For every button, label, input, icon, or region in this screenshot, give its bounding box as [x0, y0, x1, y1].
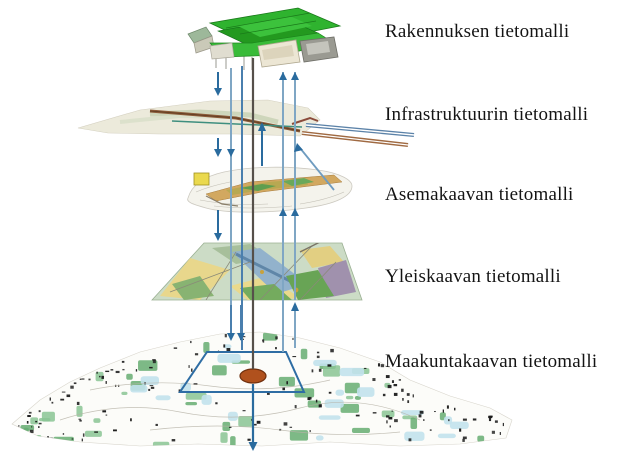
- detailed-plan-graphic: [187, 166, 353, 213]
- down-arrow: [227, 305, 245, 341]
- building-model-graphic: [187, 7, 342, 70]
- down-arrow: [214, 210, 222, 241]
- regional-plan-graphic: [11, 331, 513, 447]
- up-arrow: [279, 72, 299, 80]
- layer-label-regional-plan: Maakuntakaavan tietomalli: [385, 351, 598, 372]
- master-plan-graphic: [151, 242, 363, 301]
- layer-label-detailed-plan: Asemakaavan tietomalli: [385, 184, 574, 205]
- infrastructure-model-graphic: [77, 99, 415, 147]
- down-arrow: [214, 72, 222, 96]
- layer-label-infrastructure: Infrastruktuurin tietomalli: [385, 104, 589, 125]
- diagonal-up-arrow: [294, 143, 335, 191]
- pipes-graphic: [301, 123, 415, 147]
- focus-marker: [239, 368, 267, 384]
- layer-label-master-plan: Yleiskaavan tietomalli: [385, 266, 561, 287]
- up-arrow: [291, 302, 299, 348]
- down-arrow: [214, 138, 235, 157]
- flow-arrows: [214, 58, 335, 451]
- layer-label-building: Rakennuksen tietomalli: [385, 21, 570, 42]
- final-down-arrow: [248, 384, 258, 451]
- focus-area-outline: [178, 351, 306, 393]
- up-arrow: [258, 122, 266, 166]
- up-arrow: [279, 208, 299, 216]
